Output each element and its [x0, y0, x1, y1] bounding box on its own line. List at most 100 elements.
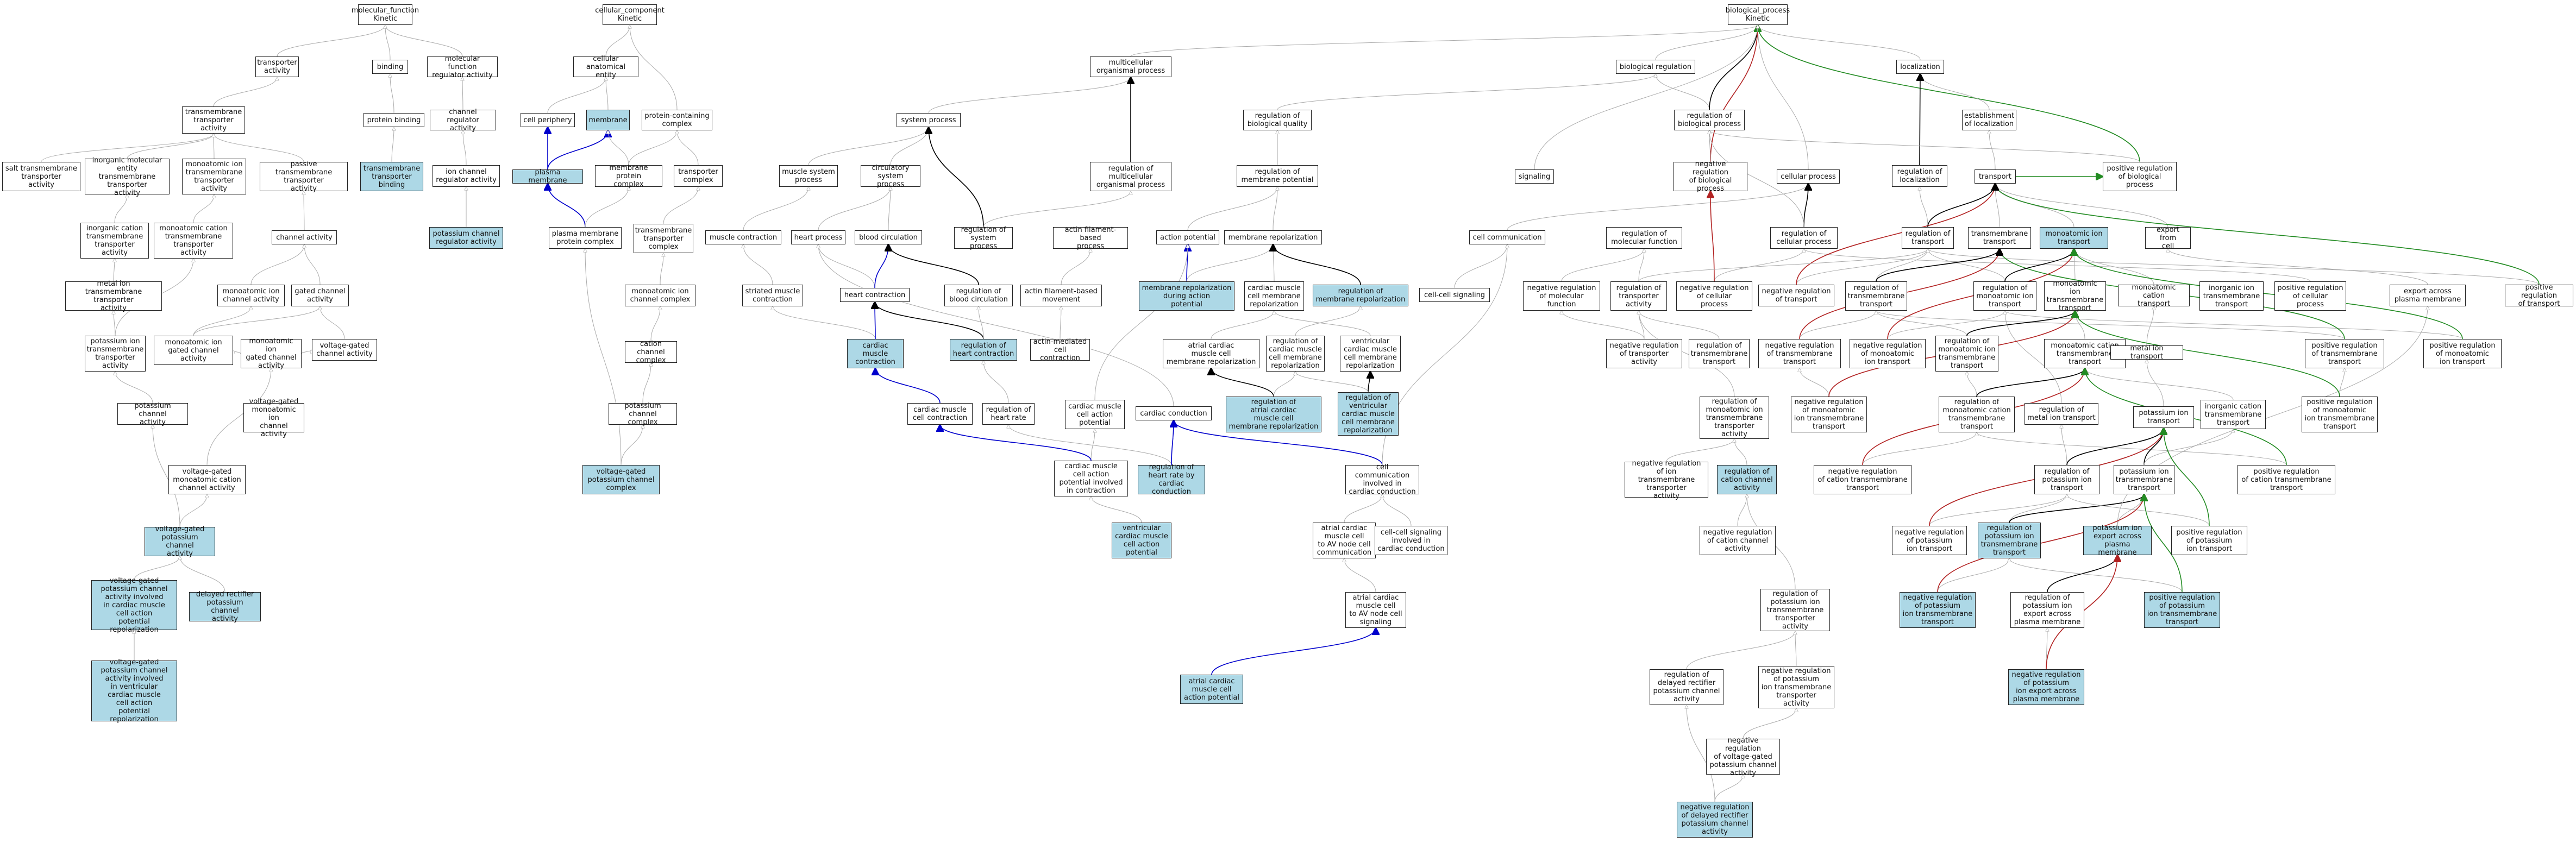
node-cell-communication[interactable]: cell communication: [1469, 230, 1545, 244]
node-transport[interactable]: transport: [1975, 169, 2016, 184]
node-regulation-of-localization[interactable]: regulation of localization: [1892, 165, 1947, 187]
node-membrane-repolarization-during-action-potential[interactable]: membrane repolarization during action po…: [1139, 281, 1234, 311]
node-circulatory-system-process[interactable]: circulatory system process: [861, 164, 920, 188]
node-plasma-membrane-protein-complex[interactable]: plasma membrane protein complex: [549, 227, 622, 249]
node-cardiac-conduction[interactable]: cardiac conduction: [1136, 406, 1212, 420]
node-striated-muscle-contraction[interactable]: striated muscle contraction: [742, 285, 803, 306]
node-negative-regulation-of-ion-transporter-activity[interactable]: negative regulation of ion transmembrane…: [1625, 460, 1708, 500]
node-regulation-of-monoatomic-cation-tm-transport[interactable]: regulation of monoatomic cation transmem…: [1939, 397, 2015, 432]
node-regulation-of-monoatomic-ion-tm-transport[interactable]: regulation of monoatomic ion transmembra…: [1935, 336, 1998, 372]
node-negative-regulation-of-monoatomic-ion-tm-transport[interactable]: negative regulation of monoatomic ion tr…: [1791, 397, 1867, 432]
node-potassium-channel-regulator[interactable]: potassium channel regulator activity: [429, 227, 503, 249]
node-cardiac-muscle-cell-membrane-repolarization[interactable]: cardiac muscle cell membrane repolarizat…: [1244, 281, 1304, 311]
node-transmembrane-transporter-activity[interactable]: transmembrane transporter activity: [182, 106, 245, 134]
node-atrial-cardiac-muscle-cell-repolarization[interactable]: atrial cardiac muscle cell membrane repo…: [1163, 339, 1259, 368]
node-system-process[interactable]: system process: [897, 113, 961, 127]
node-regulation-of-potassium-ion-tm-transport[interactable]: regulation of potassium ion transmembran…: [1978, 523, 2041, 558]
node-negative-regulation-of-cellular-process[interactable]: negative regulation of cellular process: [1676, 281, 1752, 311]
node-protein-containing-complex[interactable]: protein-containing complex: [642, 110, 712, 130]
node-monoatomic-ion-gated-channel-activity[interactable]: monoatomic ion gated channel activity: [241, 337, 302, 370]
node-regulation-of-biological-quality[interactable]: regulation of biological quality: [1243, 110, 1312, 130]
node-regulation-of-biological-process[interactable]: regulation of biological process: [1674, 110, 1745, 130]
node-voltage-gated-monoatomic-cation-channel[interactable]: voltage-gated monoatomic cation channel …: [168, 465, 246, 494]
node-regulation-of-ventricular-repolarization[interactable]: regulation of ventricular cardiac muscle…: [1338, 392, 1399, 436]
node-negative-regulation-of-transporter-activity[interactable]: negative regulation of transporter activ…: [1606, 339, 1682, 368]
node-regulation-of-cardiac-muscle-repolarization[interactable]: regulation of cardiac muscle cell membra…: [1266, 336, 1325, 372]
node-positive-regulation-of-cation-tm-transport[interactable]: positive regulation of cation transmembr…: [2237, 465, 2335, 494]
node-regulation-of-potassium-ion-transport[interactable]: regulation of potassium ion transport: [2034, 465, 2099, 494]
node-negative-regulation-of-cation-channel[interactable]: negative regulation of cation channel ac…: [1700, 526, 1776, 555]
node-export-across-plasma-membrane[interactable]: export across plasma membrane: [2390, 285, 2466, 306]
node-negative-regulation-of-molecular-function[interactable]: negative regulation of molecular functio…: [1523, 281, 1600, 311]
node-ventricular-cardiac-muscle-repolarization[interactable]: ventricular cardiac muscle cell membrane…: [1340, 336, 1401, 372]
node-voltage-gated-channel[interactable]: voltage-gated channel activity: [312, 339, 377, 361]
node-ventricular-cardiac-action-potential[interactable]: ventricular cardiac muscle cell action p…: [1112, 523, 1171, 558]
node-biological-regulation[interactable]: biological regulation: [1616, 60, 1695, 74]
node-regulation-of-cation-channel-activity[interactable]: regulation of cation channel activity: [1717, 465, 1777, 494]
node-heart-contraction[interactable]: heart contraction: [840, 288, 910, 302]
node-regulation-of-membrane-repolarization[interactable]: regulation of membrane repolarization: [1313, 285, 1408, 306]
node-cardiac-action-potential-in-contraction[interactable]: cardiac muscle cell action potential inv…: [1054, 461, 1128, 496]
node-regulation-of-system-process[interactable]: regulation of system process: [954, 226, 1013, 250]
node-localization[interactable]: localization: [1896, 60, 1944, 74]
node-actin-mediated-cell-contraction[interactable]: actin-mediated cell contraction: [1030, 338, 1090, 362]
node-cell-communication-in-cardiac-conduction[interactable]: cell communication involved in cardiac c…: [1345, 463, 1419, 496]
node-regulation-of-transmembrane-transport[interactable]: regulation of transmembrane transport: [1845, 281, 1907, 311]
node-membrane-protein-complex[interactable]: membrane protein complex: [595, 164, 662, 188]
node-monoatomic-ion-transmembrane-transport[interactable]: monoatomic ion transmembrane transport: [2044, 280, 2106, 312]
node-negative-regulation-of-transmembrane-transport[interactable]: negative regulation of transmembrane tra…: [1758, 339, 1841, 368]
node-delayed-rectifier-potassium-channel[interactable]: delayed rectifier potassium channel acti…: [189, 590, 261, 623]
node-atrial-to-av-node-communication[interactable]: atrial cardiac muscle cell to AV node ce…: [1313, 523, 1376, 558]
node-regulation-of-monoatomic-ion-transport[interactable]: regulation of monoatomic ion transport: [1973, 281, 2036, 311]
node-cardiac-muscle-cell-contraction[interactable]: cardiac muscle cell contraction: [907, 403, 973, 425]
node-gated-channel[interactable]: gated channel activity: [291, 285, 349, 306]
node-regulation-of-multicellular-process[interactable]: regulation of multicellular organismal p…: [1090, 162, 1171, 191]
node-biological-process[interactable]: biological_process Kinetic: [1726, 4, 1790, 25]
node-negative-regulation-of-vg-potassium-channel[interactable]: negative regulation of voltage-gated pot…: [1706, 737, 1780, 777]
node-potassium-ion-transporter[interactable]: potassium ion transmembrane transporter …: [85, 336, 146, 372]
node-heart-process[interactable]: heart process: [791, 230, 845, 244]
node-potassium-channel-complex[interactable]: potassium channel complex: [609, 402, 677, 426]
node-atrial-to-av-node-signaling[interactable]: atrial cardiac muscle cell to AV node ce…: [1345, 592, 1406, 628]
node-salt-transmembrane-transporter[interactable]: salt transmembrane transporter activity: [2, 162, 80, 191]
node-potassium-ion-transport[interactable]: potassium ion transport: [2133, 406, 2194, 428]
node-cardiac-muscle-cell-action-potential[interactable]: cardiac muscle cell action potential: [1065, 400, 1125, 429]
node-regulation-of-transporter-activity[interactable]: regulation of transporter activity: [1610, 281, 1667, 311]
node-establishment-of-localization[interactable]: establishment of localization: [1962, 110, 2016, 130]
node-monoatomic-ion-gated-channel[interactable]: monoatomic ion gated channel activity: [154, 336, 233, 365]
node-regulation-of-potassium-ion-export[interactable]: regulation of potassium ion export acros…: [2010, 592, 2084, 628]
node-cell-cell-signaling-in-cardiac-conduction[interactable]: cell-cell signaling involved in cardiac …: [1375, 526, 1447, 555]
node-negative-regulation-of-delayed-rectifier-channel[interactable]: negative regulation of delayed rectifier…: [1677, 802, 1753, 838]
node-channel-activity[interactable]: channel activity: [272, 230, 337, 244]
node-vg-potassium-channel-in-ventricular-repolarization[interactable]: voltage-gated potassium channel activity…: [91, 658, 177, 724]
node-regulation-of-heart-rate[interactable]: regulation of heart rate: [982, 403, 1035, 425]
node-metal-ion-transport[interactable]: metal ion transport: [2110, 344, 2183, 361]
node-negative-regulation-of-potassium-ion-transport[interactable]: negative regulation of potassium ion tra…: [1892, 526, 1967, 555]
node-cellular-anatomical-entity[interactable]: cellular anatomical entity: [573, 55, 638, 79]
node-membrane-repolarization[interactable]: membrane repolarization: [1224, 230, 1322, 244]
node-voltage-gated-potassium-channel[interactable]: voltage-gated potassium channel activity: [145, 525, 215, 558]
node-molecular-function-regulator[interactable]: molecular function regulator activity: [427, 55, 498, 79]
node-positive-regulation-of-transmembrane-transport[interactable]: positive regulation of transmembrane tra…: [2305, 339, 2384, 368]
node-cell-cell-signaling[interactable]: cell-cell signaling: [1419, 288, 1490, 302]
node-inorganic-ion-transmembrane-transport[interactable]: inorganic ion transmembrane transport: [2199, 281, 2264, 311]
node-monoatomic-ion-channel[interactable]: monoatomic ion channel activity: [217, 285, 285, 306]
node-positive-regulation-of-biological-process[interactable]: positive regulation of biological proces…: [2103, 162, 2177, 191]
node-regulation-of-delayed-rectifier-channel[interactable]: regulation of delayed rectifier potassiu…: [1650, 669, 1723, 705]
node-binding[interactable]: binding: [372, 60, 408, 74]
node-negative-regulation-of-biological-process[interactable]: negative regulation of biological proces…: [1674, 160, 1747, 193]
node-potassium-ion-transmembrane-transport[interactable]: potassium ion transmembrane transport: [2114, 465, 2174, 494]
node-potassium-ion-export-across-plasma-membrane[interactable]: potassium ion export across plasma membr…: [2083, 524, 2152, 557]
node-multicellular-organismal-process[interactable]: multicellular organismal process: [1090, 56, 1171, 77]
node-transporter-complex[interactable]: transporter complex: [674, 165, 723, 187]
node-monoatomic-cation-transporter[interactable]: monoatomic cation transmembrane transpor…: [154, 223, 233, 259]
node-protein-binding[interactable]: protein binding: [363, 113, 424, 127]
node-metal-ion-transporter[interactable]: metal ion transmembrane transporter acti…: [65, 280, 162, 312]
node-positive-regulation-of-monoatomic-ion-transport[interactable]: positive regulation of monoatomic ion tr…: [2423, 339, 2502, 368]
node-actin-filament-based-movement[interactable]: actin filament-based movement: [1020, 285, 1102, 306]
node-muscle-system-process[interactable]: muscle system process: [779, 165, 838, 187]
node-regulation-of-molecular-function[interactable]: regulation of molecular function: [1606, 227, 1682, 249]
node-passive-transmembrane-transporter[interactable]: passive transmembrane transporter activi…: [260, 160, 348, 193]
node-export-from-cell[interactable]: export from cell: [2145, 226, 2191, 250]
node-regulation-of-transmembrane-transport-2[interactable]: regulation of transmembrane transport: [1689, 339, 1750, 368]
